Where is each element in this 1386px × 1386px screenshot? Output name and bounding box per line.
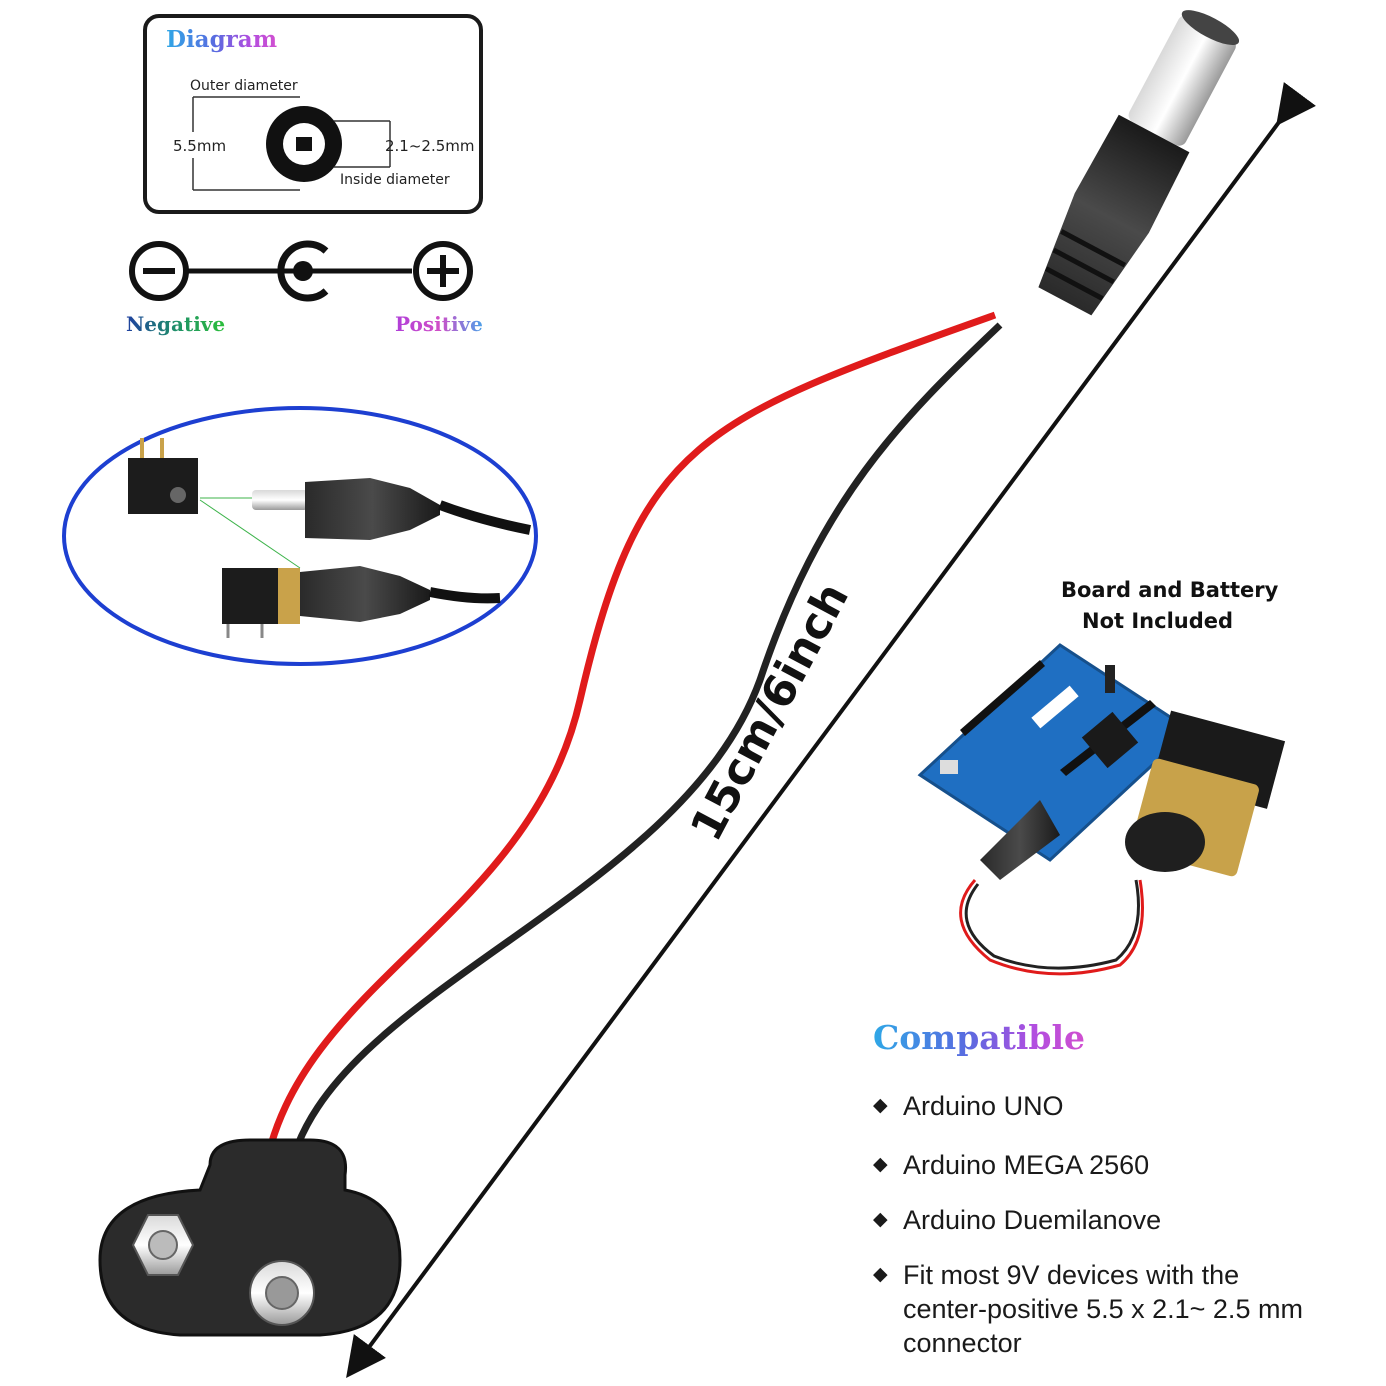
not-included-note-line1: Board and Battery — [1061, 578, 1279, 602]
length-arrow — [346, 82, 1316, 1379]
diamond-bullet-icon: ◆ — [873, 1154, 888, 1175]
diamond-bullet-icon: ◆ — [873, 1095, 888, 1116]
diamond-bullet-icon: ◆ — [873, 1209, 888, 1230]
compatible-item-text: Arduino Duemilanove — [903, 1205, 1162, 1235]
not-included-note-line2: Not Included — [1082, 609, 1234, 633]
cable-wires — [261, 311, 1003, 1171]
inner-diameter-value: 2.1~2.5mm — [385, 137, 475, 155]
dc-plug — [1038, 10, 1240, 316]
socket-inset — [62, 406, 538, 666]
polarity-symbol — [129, 240, 473, 302]
diagram-box — [143, 14, 483, 214]
positive-label: Positive — [395, 312, 483, 336]
outer-diameter-value: 5.5mm — [173, 137, 227, 155]
compatible-item-text: Arduino UNO — [903, 1091, 1064, 1121]
battery-snap — [98, 1138, 402, 1337]
compatible-item-text: Arduino MEGA 2560 — [903, 1150, 1150, 1180]
board-and-battery — [917, 643, 1286, 976]
outer-diameter-label: Outer diameter — [190, 78, 298, 94]
compatible-title: Compatible — [873, 1018, 1086, 1057]
diagram-title: Diagram — [166, 26, 278, 53]
diamond-bullet-icon: ◆ — [873, 1264, 888, 1285]
inner-diameter-label: Inside diameter — [340, 172, 450, 188]
negative-label: Negative — [126, 312, 226, 336]
compatible-item-text: Fit most 9V devices with the center-posi… — [903, 1260, 1303, 1358]
